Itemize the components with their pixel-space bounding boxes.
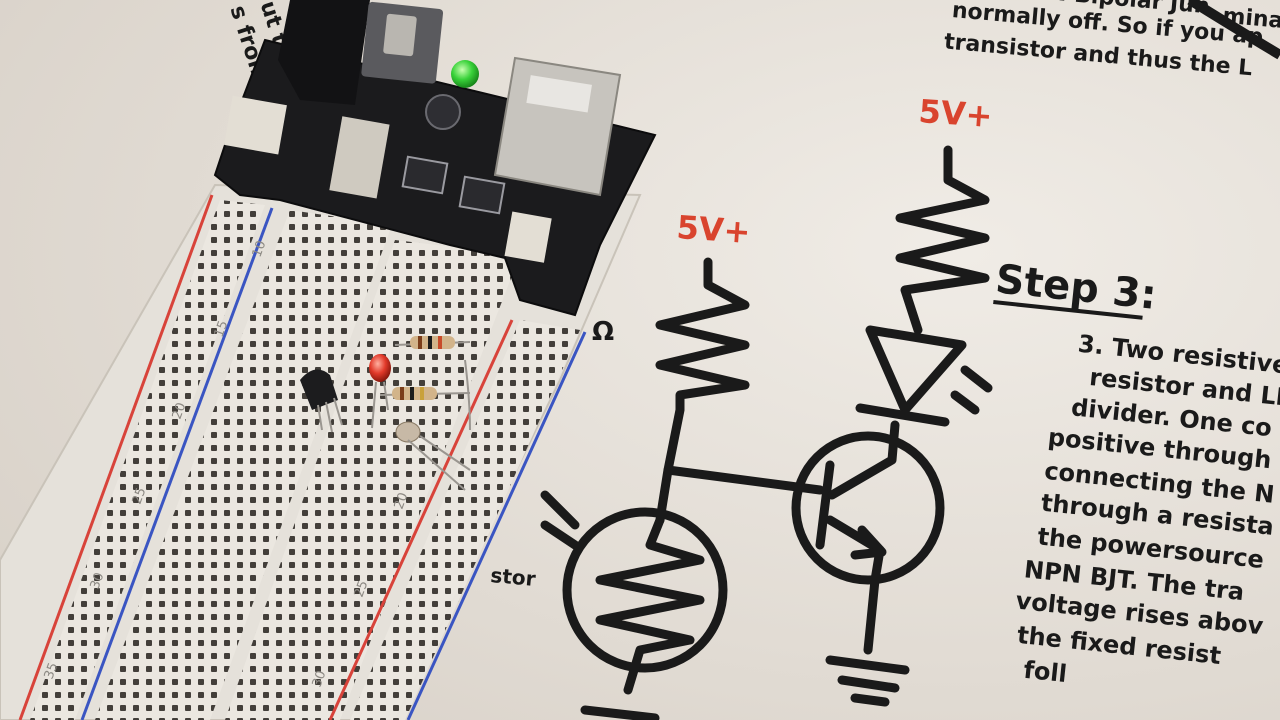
light-arrows-left <box>540 490 580 550</box>
row-number: 35 <box>42 661 62 682</box>
resistor-2 <box>392 387 437 400</box>
row-number: 30 <box>88 571 108 592</box>
row-number: 30 <box>310 669 330 690</box>
svg-text:minal: minal <box>1221 4 1280 35</box>
terminal-strip-left <box>95 210 392 720</box>
row-number: 10 <box>250 239 270 260</box>
breadboard: 10 15 20 25 30 35 20 25 30 <box>0 183 642 720</box>
rail-line-red-right <box>328 319 514 720</box>
jumper-connector-left <box>224 95 287 155</box>
led-bar <box>855 403 950 427</box>
terminal-strip-right <box>225 240 520 720</box>
usb-port <box>493 56 622 197</box>
barrel-jack <box>278 0 370 105</box>
cable <box>1187 0 1280 60</box>
rail-line-red-left <box>18 194 214 720</box>
components <box>300 336 471 491</box>
capacitor <box>425 94 461 130</box>
power-rail-right <box>350 320 580 720</box>
power-rail-left <box>30 200 265 720</box>
indicator-led <box>369 354 391 382</box>
transistor-base-bar <box>815 460 835 550</box>
power-led <box>451 60 479 88</box>
jumper-connector-right <box>504 211 552 263</box>
rail-line-blue-right <box>406 331 587 720</box>
power-supply-module <box>213 0 657 317</box>
led-arrows <box>950 365 993 415</box>
led-symbol <box>865 325 967 415</box>
light-dependent-resistor <box>395 421 421 443</box>
row-number: 20 <box>170 401 190 422</box>
usb-opening <box>526 75 592 113</box>
ground-symbol <box>825 655 910 707</box>
rail-line-blue-left <box>80 207 274 720</box>
schematic <box>540 145 993 720</box>
transistor <box>300 369 338 410</box>
ground-left <box>580 705 660 720</box>
row-number: 20 <box>392 491 412 512</box>
transistor-emitter <box>825 515 885 655</box>
svg-text:foll: foll <box>1022 656 1068 688</box>
transistor-circle <box>791 431 945 585</box>
resistor-left <box>655 257 750 525</box>
resistor-right <box>895 145 990 335</box>
supply-label-left: 5V+ <box>675 208 751 251</box>
photoresistor-label: stor <box>490 563 537 591</box>
supply-label-right: 5V+ <box>917 92 993 135</box>
header-pins <box>329 116 390 199</box>
ohm-label: Ω <box>592 317 614 347</box>
resistor-1 <box>410 336 455 349</box>
photoresistor-zigzag <box>595 515 705 695</box>
row-number: 25 <box>130 486 150 507</box>
switch-button <box>383 13 417 57</box>
photoresistor-circle <box>562 507 728 673</box>
row-number: 15 <box>212 319 232 340</box>
voltage-regulator <box>401 155 449 195</box>
row-number: 25 <box>352 579 372 600</box>
transistor-collector <box>827 420 900 500</box>
voltage-regulator <box>458 175 506 215</box>
emitter-arrow <box>850 525 887 560</box>
